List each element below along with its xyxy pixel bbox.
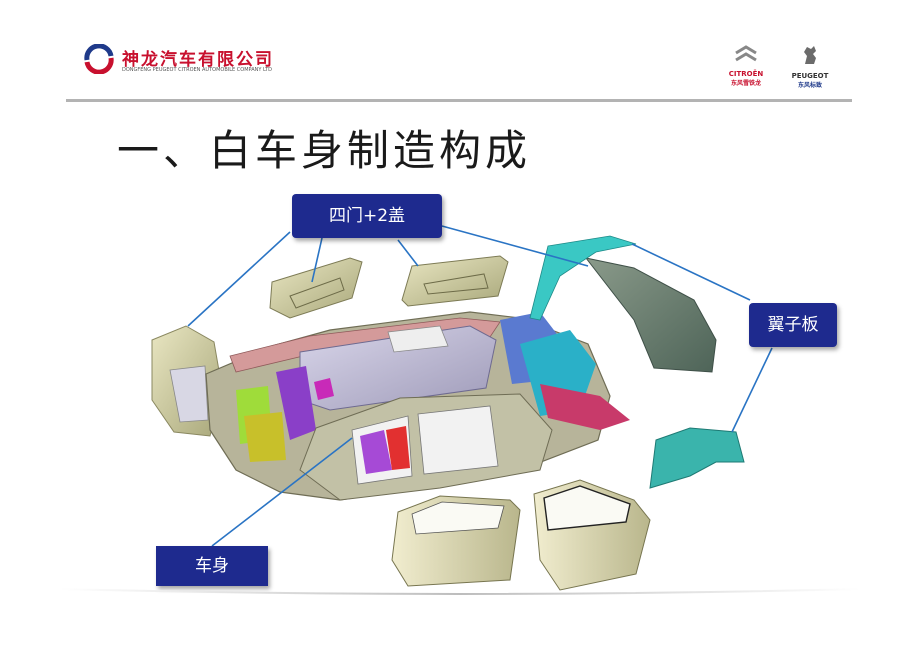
fender-label: 翼子板 xyxy=(749,303,837,347)
citroen-name: CITROËN xyxy=(728,70,764,78)
trunk-lid xyxy=(151,325,223,437)
doors-and-lids-label: 四门+2盖 xyxy=(292,194,442,238)
header-divider xyxy=(66,99,852,102)
citroen-name-cn: 东风雪铁龙 xyxy=(730,80,761,87)
peugeot-name-cn: 东风标致 xyxy=(797,82,822,89)
footer-divider xyxy=(60,588,860,595)
slide-title: 一、白车身制造构成 xyxy=(117,126,532,175)
company-name-en: DONGFENG PEUGEOT CITROEN AUTOMOBILE COMP… xyxy=(122,67,273,73)
front-fender xyxy=(649,427,745,489)
peugeot-name: PEUGEOT xyxy=(791,72,829,80)
company-name-cn: 神龙汽车有限公司 xyxy=(122,50,274,70)
car-body-shell xyxy=(205,311,630,501)
hood xyxy=(584,257,717,373)
peugeot-brand: PEUGEOT 东风标致 xyxy=(782,44,838,90)
callout-lines xyxy=(187,225,773,547)
header: 神龙汽车有限公司 DONGFENG PEUGEOT CITROEN AUTOMO… xyxy=(0,0,920,102)
body-label: 车身 xyxy=(156,546,268,586)
peugeot-lion-icon xyxy=(804,46,816,64)
outer-door-rear xyxy=(391,495,521,587)
citroen-chevron-icon xyxy=(735,45,757,62)
inner-door-left xyxy=(269,257,363,319)
company-logo: 神龙汽车有限公司 DONGFENG PEUGEOT CITROEN AUTOMO… xyxy=(84,44,304,84)
citroen-brand: CITROËN 东风雪铁龙 xyxy=(718,44,774,90)
outer-door-front xyxy=(533,479,651,591)
dpca-logo-icon xyxy=(84,44,114,74)
inner-door-right xyxy=(401,255,509,307)
